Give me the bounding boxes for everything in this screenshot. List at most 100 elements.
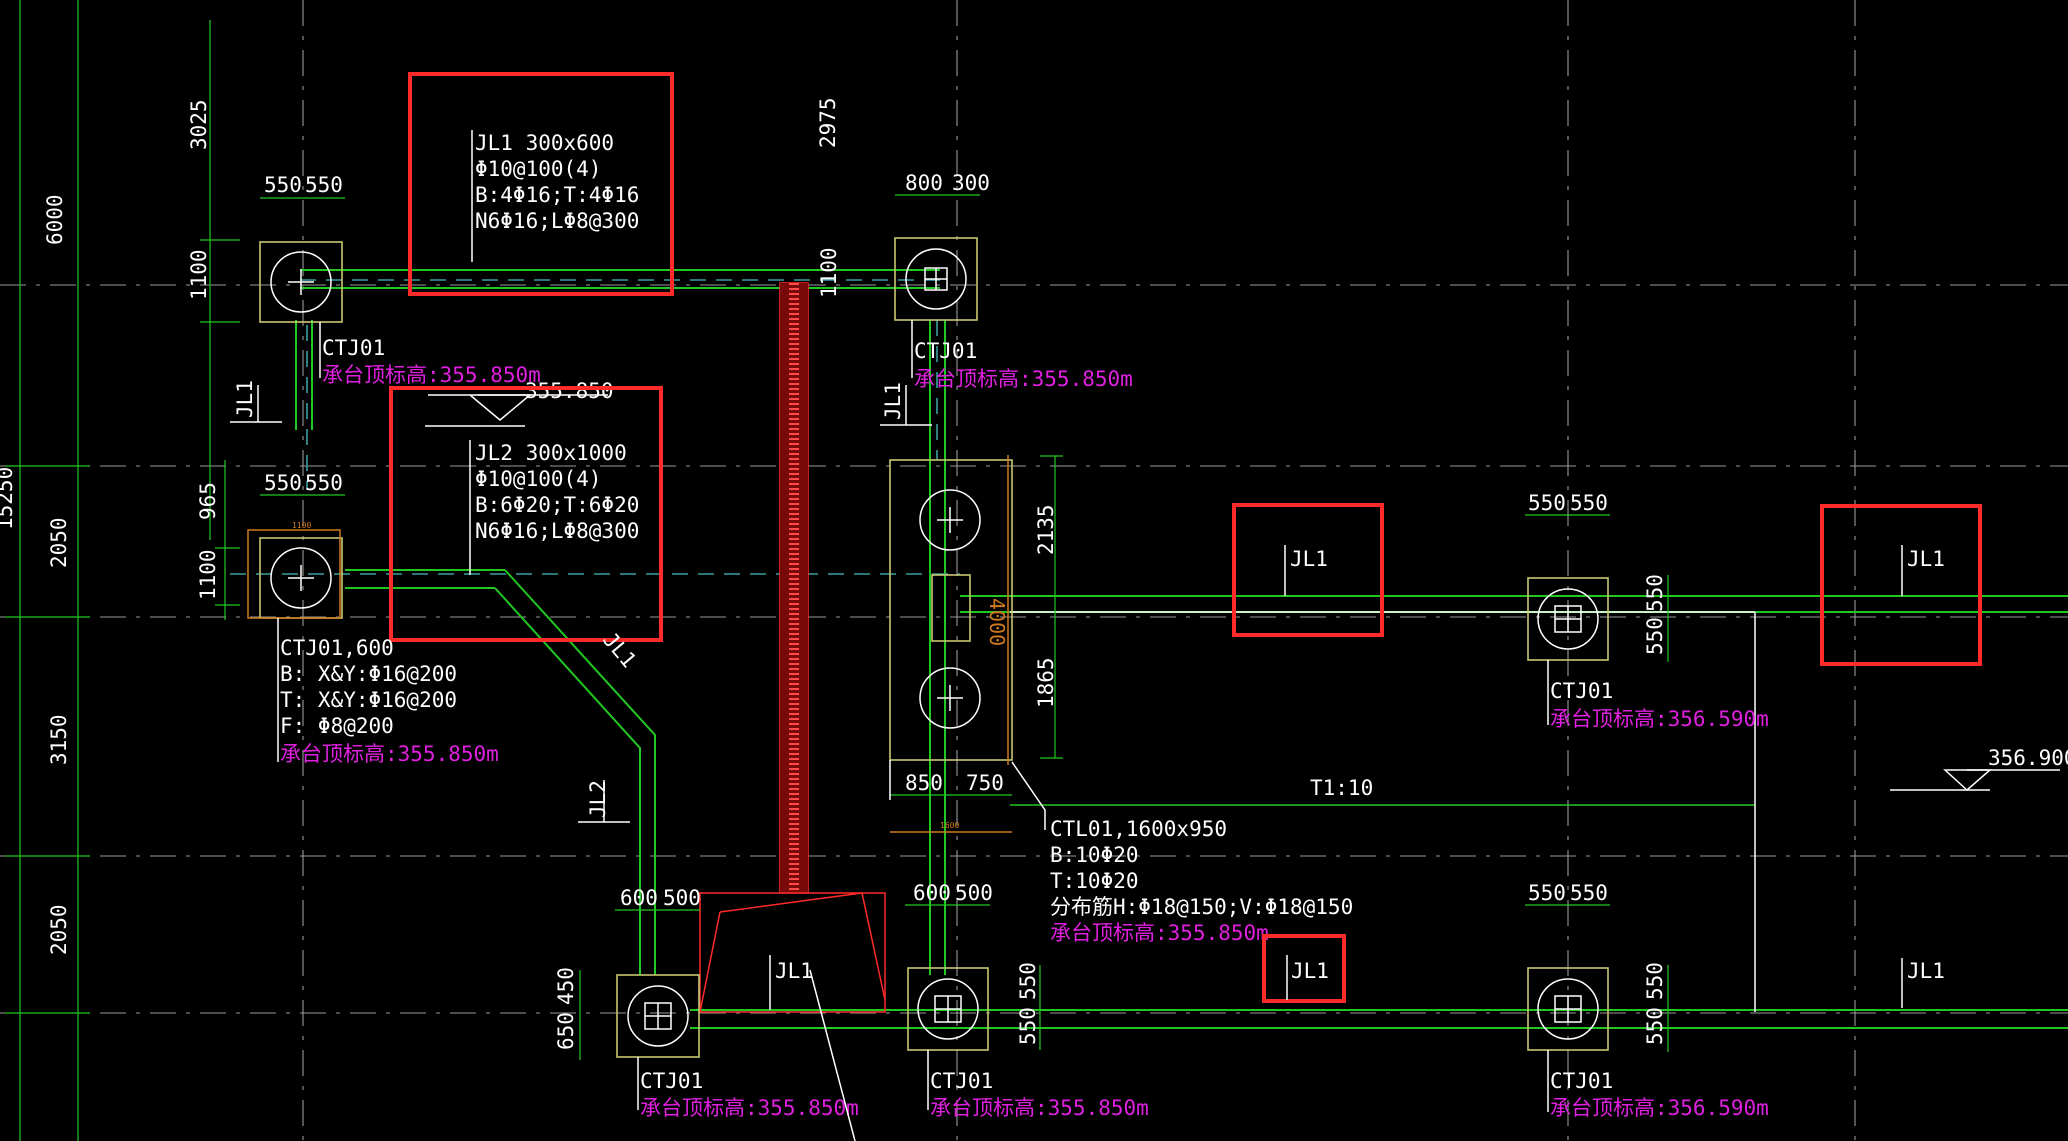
pile-cap-f[interactable]: 600 500 550 550 CTJ01 承台顶标高:355.850m	[905, 881, 1149, 1120]
ctl-label-3: T:10Φ20	[1050, 869, 1139, 893]
highlight-box-jl1-spec	[408, 72, 674, 296]
pile-cap-e[interactable]: 600 500 450 650 CTJ01 承台顶标高:355.850m	[554, 886, 859, 1120]
jl1-tag-slanted[interactable]: JL1	[598, 628, 641, 672]
jl2-spec-line-3: B:6Φ20;T:6Φ20	[475, 493, 639, 517]
dim-6000: 6000	[43, 194, 67, 245]
cap-g-dim-550a: 550	[1528, 881, 1566, 905]
cap-b-label-1: CTJ01,600	[280, 636, 394, 660]
elevation-marker-right[interactable]: 356.900	[1890, 746, 2068, 792]
jl2-label: JL2	[586, 780, 610, 818]
dim-2050-a: 2050	[47, 517, 71, 568]
ctl-label-2: B:10Φ20	[1050, 843, 1139, 867]
jl2-spec-line-1: JL2 300x1000	[475, 441, 627, 465]
cap-d-dim-550c: 550	[1643, 574, 1667, 612]
cap-c-dim-1100: 1100	[817, 247, 841, 298]
cap-c-elevation: 承台顶标高:355.850m	[914, 367, 1133, 391]
jl1-tag-pit[interactable]: JL1	[769, 955, 856, 1141]
beam-lines	[230, 269, 2068, 1029]
dim-2975: 2975	[816, 97, 840, 148]
slope-text: T1:10	[1310, 776, 1373, 800]
cap-e-dim-650: 650	[554, 1012, 578, 1050]
cap-a-label: CTJ01	[322, 336, 385, 360]
ctl-dim-2135: 2135	[1034, 504, 1058, 555]
jl2-spec-line-4: N6Φ16;LΦ8@300	[475, 519, 639, 543]
cap-d-elevation: 承台顶标高:356.590m	[1550, 707, 1769, 731]
highlight-box-jl2-spec	[389, 386, 663, 642]
cap-b-label-4: F: Φ8@200	[280, 714, 394, 738]
cap-d-dim-550a: 550	[1528, 491, 1566, 515]
jl1-tag-bottom-right[interactable]: JL1	[1901, 958, 1945, 1008]
pile-cap-d[interactable]: 550 550 550 550 CTJ01 承台顶标高:356.590m	[1525, 491, 1769, 731]
dim-3025: 3025	[187, 99, 211, 150]
jl1-tag-center[interactable]: JL1	[880, 382, 932, 426]
jl1-label-c: JL1	[1291, 959, 1329, 983]
jl1-label-left: JL1	[233, 380, 257, 418]
cap-e-elevation: 承台顶标高:355.850m	[640, 1096, 859, 1120]
cap-f-dim-550a: 550	[1016, 962, 1040, 1000]
cap-c-dim-300: 300	[952, 171, 990, 195]
elev-356-900: 356.900	[1988, 746, 2068, 770]
ctl-dim-850: 850	[905, 771, 943, 795]
highlight-box-jl1-c	[1262, 934, 1346, 1003]
cap-e-dim-450: 450	[554, 967, 578, 1005]
jl1-spec-line-4: N6Φ16;LΦ8@300	[475, 209, 639, 233]
jl2-spec-callout[interactable]: 355.850 JL2 300x1000 Φ10@100(4) B:6Φ20;T…	[389, 379, 663, 642]
cap-f-dim-500: 500	[955, 881, 993, 905]
pile-cap-b[interactable]: 550 550 1100 CTJ01,600 B: X&Y:Φ16@200 T:…	[247, 471, 499, 766]
pile-cap-c[interactable]: 800 300 2975 1100 CTJ01 承台顶标高:355.850m	[816, 97, 1133, 391]
jl1-tag-left[interactable]: JL1	[230, 380, 282, 423]
jl1-label-pit: JL1	[775, 959, 813, 983]
dim-965: 965	[196, 482, 220, 520]
jl1-label-center: JL1	[881, 382, 905, 420]
cap-b-small-dim: 1100	[292, 521, 311, 530]
highlight-box-jl1-a	[1232, 503, 1384, 637]
cap-f-label: CTJ01	[930, 1069, 993, 1093]
jl1-tag-far-right-box[interactable]: JL1	[1820, 504, 1982, 666]
jl1-label-slanted: JL1	[598, 628, 641, 672]
jl1-spec-callout[interactable]: JL1 300x600 Φ10@100(4) B:4Φ16;T:4Φ16 N6Φ…	[408, 72, 674, 296]
cap-d-label: CTJ01	[1550, 679, 1613, 703]
pile-cap-g[interactable]: 550 550 550 550 CTJ01 承台顶标高:356.590m	[1525, 881, 1769, 1120]
cap-b-label-3: T: X&Y:Φ16@200	[280, 688, 457, 712]
cap-f-dim-550b: 550	[1016, 1007, 1040, 1045]
red-hatched-strip	[779, 282, 809, 894]
dim-1100-b: 1100	[196, 549, 220, 600]
cap-c-dim-800: 800	[905, 171, 943, 195]
jl1-tag-bottom-box[interactable]: JL1	[1262, 934, 1346, 1003]
dim-3150: 3150	[47, 714, 71, 765]
jl1-tag-mid-right-box[interactable]: JL1	[1232, 503, 1384, 637]
cap-b-dim-right: 550	[305, 471, 343, 495]
cap-f-elevation: 承台顶标高:355.850m	[930, 1096, 1149, 1120]
dim-15250-cut: 15250	[0, 467, 17, 530]
dim-2050-b: 2050	[47, 904, 71, 955]
jl1-spec-line-3: B:4Φ16;T:4Φ16	[475, 183, 639, 207]
cap-e-dim-500: 500	[663, 886, 701, 910]
cap-e-dim-600: 600	[620, 886, 658, 910]
cap-d-dim-550d: 550	[1643, 617, 1667, 655]
elev-355-850-marker: 355.850	[525, 379, 614, 403]
pile-cap-a[interactable]: 550 550 CTJ01 承台顶标高:355.850m	[259, 173, 541, 387]
ctl-dim-1600: 1600	[940, 821, 959, 830]
pile-cap-ctl01[interactable]: 4000 2135 1865 850 750 1600 CTL01,1600x9…	[889, 455, 1353, 945]
ctl-dim-4000: 4000	[985, 598, 1009, 646]
ctl-label-4: 分布筋H:Φ18@150;V:Φ18@150	[1050, 895, 1353, 919]
dim-1100-a: 1100	[187, 249, 211, 300]
jl2-tag[interactable]: JL2	[578, 780, 630, 823]
ctl-dim-750: 750	[966, 771, 1004, 795]
ctl-elevation: 承台顶标高:355.850m	[1050, 921, 1269, 945]
slope-label: T1:10	[1310, 776, 1373, 800]
cap-a-dim-left: 550	[264, 173, 302, 197]
cap-a-elevation: 承台顶标高:355.850m	[322, 363, 541, 387]
ctl-label-1: CTL01,1600x950	[1050, 817, 1227, 841]
cap-b-elevation: 承台顶标高:355.850m	[280, 742, 499, 766]
cap-g-dim-550c: 550	[1643, 962, 1667, 1000]
jl1-spec-line-2: Φ10@100(4)	[475, 157, 601, 181]
cap-f-dim-600: 600	[913, 881, 951, 905]
left-dimension-chain: 6000 3025 1100 965 2050 1100 3150 2050 1…	[0, 0, 240, 1141]
jl1-spec-line-1: JL1 300x600	[475, 131, 614, 155]
cap-g-dim-550b: 550	[1570, 881, 1608, 905]
jl1-label-d: JL1	[1907, 959, 1945, 983]
cap-a-dim-right: 550	[305, 173, 343, 197]
